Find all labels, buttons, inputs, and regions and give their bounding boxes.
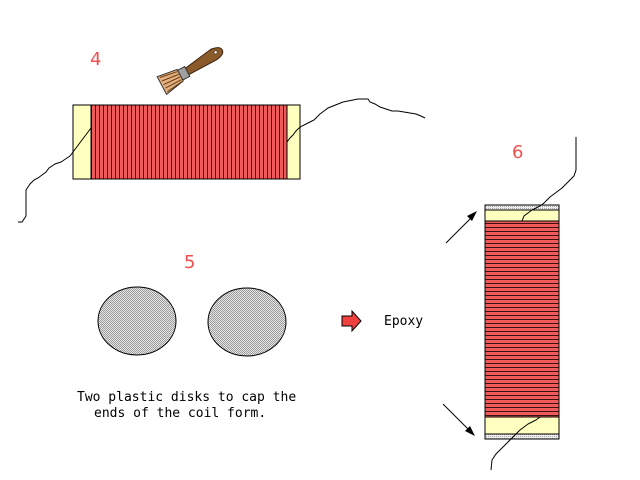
step-number-5: 5 bbox=[184, 252, 195, 273]
caption-line-1: Two plastic disks to cap the bbox=[77, 390, 296, 405]
copper-winding bbox=[90, 104, 288, 180]
bottom-end-cap bbox=[484, 433, 560, 440]
epoxy-label: Epoxy bbox=[384, 314, 423, 329]
wire-lead-bottom bbox=[490, 416, 541, 471]
plastic-disk-left bbox=[97, 286, 177, 356]
copper-winding-vertical bbox=[484, 220, 560, 418]
caption-line-2: ends of the coil form. bbox=[94, 406, 266, 421]
plastic-disk-right bbox=[207, 287, 287, 357]
wire-lead-left bbox=[18, 127, 92, 223]
coil-form-vertical-capped bbox=[484, 204, 560, 440]
right-arrow-icon bbox=[341, 309, 362, 333]
pointer-arrow-top bbox=[445, 211, 477, 244]
pointer-arrow-bottom bbox=[442, 403, 475, 436]
top-end-cap bbox=[484, 204, 560, 211]
step-number-6: 6 bbox=[512, 142, 523, 163]
step-number-4: 4 bbox=[90, 49, 101, 70]
wire-lead-top bbox=[521, 137, 577, 222]
wire-lead-right bbox=[286, 98, 426, 143]
coil-form-horizontal bbox=[72, 104, 301, 180]
paint-brush-icon bbox=[156, 47, 224, 96]
